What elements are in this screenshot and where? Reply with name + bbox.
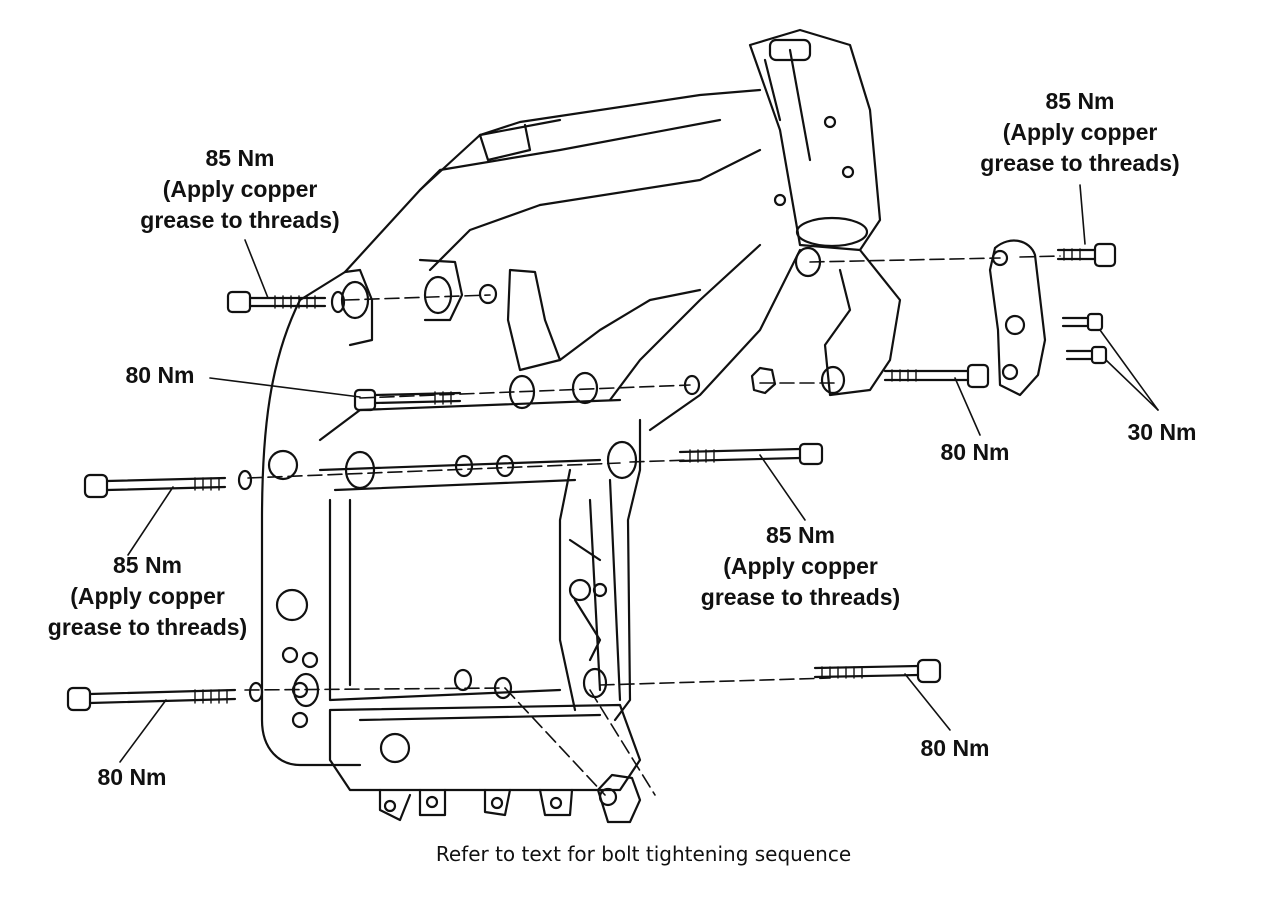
label-line: 85 Nm [1045, 88, 1115, 114]
label-bottom-right: 80 Nm [920, 735, 990, 761]
bolt-lower-right [813, 658, 942, 684]
label-bottom-left: 80 Nm [97, 764, 167, 790]
label-upper-right-bolt: 80 Nm [940, 439, 1010, 465]
bolts [66, 242, 1117, 712]
label-line: grease to threads) [47, 614, 248, 640]
label-line: (Apply copper [723, 553, 878, 579]
bolt-mid-left [83, 454, 515, 499]
label-top-right: 85 Nm (Apply copper grease to threads) [960, 86, 1200, 179]
label-line: (Apply copper [70, 583, 225, 609]
label-mid-left: 85 Nm (Apply copper grease to threads) [25, 550, 270, 643]
bolt-top-left [226, 283, 498, 314]
label-line: 85 Nm [205, 145, 275, 171]
leader-lines [119, 184, 1159, 763]
bolt-lower-left [66, 668, 513, 712]
label-upper-left-bolt: 80 Nm [125, 362, 195, 388]
label-side-bolts: 30 Nm [1127, 419, 1197, 445]
engine-plate [988, 239, 1047, 397]
bolt-upper-right [750, 363, 990, 395]
alignment-lines [244, 255, 1061, 796]
label-line: (Apply copper [162, 176, 318, 202]
frame-outline [260, 28, 902, 824]
label-line: grease to threads) [980, 150, 1180, 176]
bolt-upper-left [353, 374, 701, 412]
label-top-left: 85 Nm (Apply copper grease to threads) [120, 143, 360, 236]
diagram-caption: Refer to text for bolt tightening sequen… [435, 842, 852, 866]
label-line: 85 Nm [112, 552, 183, 578]
label-line: grease to threads) [140, 207, 340, 233]
label-mid-right: 85 Nm (Apply copper grease to threads) [678, 520, 923, 613]
label-line: grease to threads) [700, 584, 901, 610]
bolt-top-right [1056, 242, 1117, 268]
bolt-small-pair [1061, 312, 1108, 365]
label-line: (Apply copper [1002, 119, 1158, 145]
bolt-mid-right [678, 442, 824, 466]
label-line: 85 Nm [765, 522, 836, 548]
